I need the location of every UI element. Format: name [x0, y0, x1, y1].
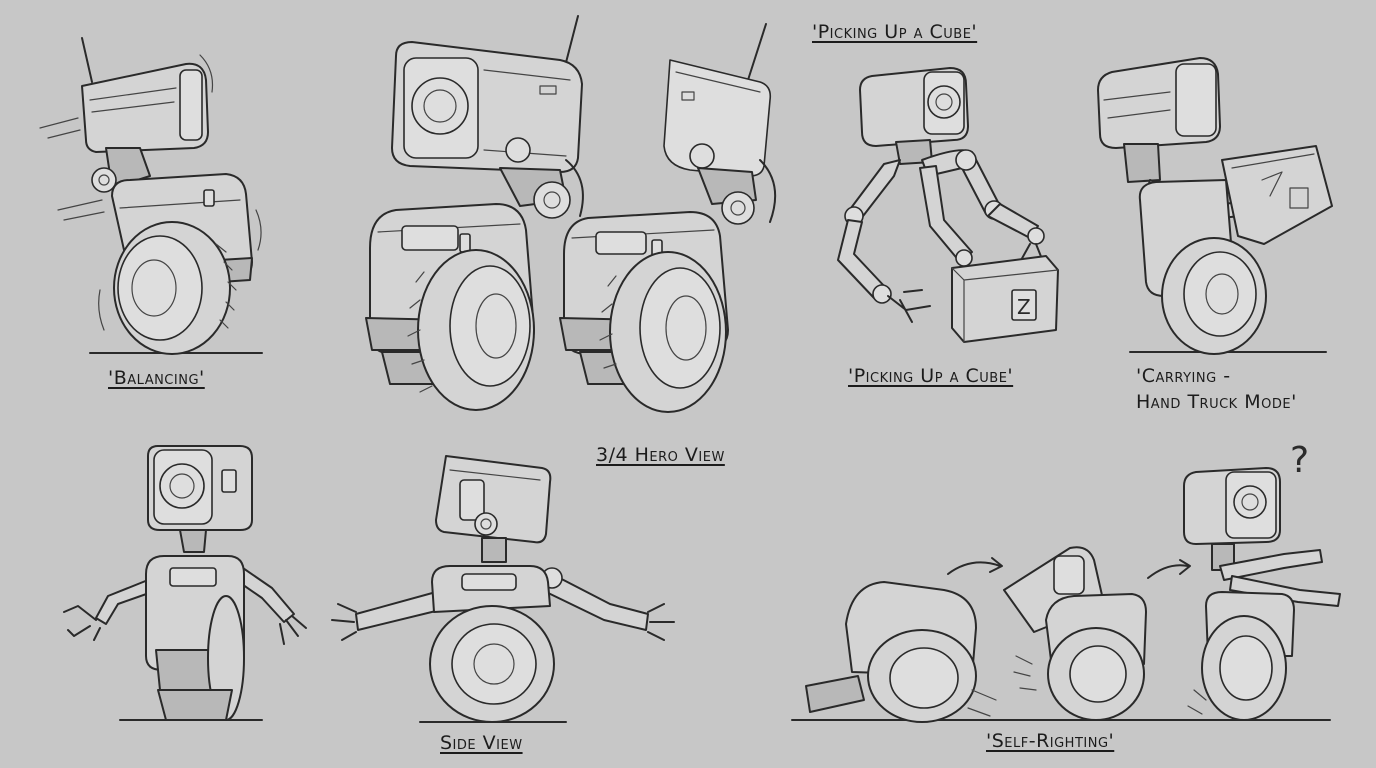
- robot-carrying: [1097, 57, 1333, 355]
- robot-balancing: [39, 37, 263, 355]
- caption-side-view: Side View: [440, 732, 523, 754]
- caption-picking-bottom: 'Picking Up a Cube': [848, 365, 1014, 387]
- robot-picking-cube: Z: [837, 67, 1059, 343]
- robot-hero-left: [365, 15, 584, 411]
- caption-balancing: 'Balancing': [108, 367, 205, 389]
- robot-self-righting: [791, 467, 1341, 723]
- cube-mark: Z: [1017, 295, 1031, 319]
- caption-hero-view: 3/4 Hero View: [596, 444, 725, 466]
- caption-carrying-line1: 'Carrying -: [1136, 365, 1231, 387]
- robot-front-view: [63, 445, 307, 721]
- robot-hero-right: [559, 23, 777, 413]
- caption-self-righting: 'Self-Righting': [986, 730, 1115, 752]
- caption-picking-top: 'Picking Up a Cube': [812, 21, 978, 43]
- robot-side-view: [331, 455, 675, 723]
- caption-carrying-line2: Hand Truck Mode': [1136, 391, 1297, 413]
- question-mark: ?: [1290, 440, 1310, 481]
